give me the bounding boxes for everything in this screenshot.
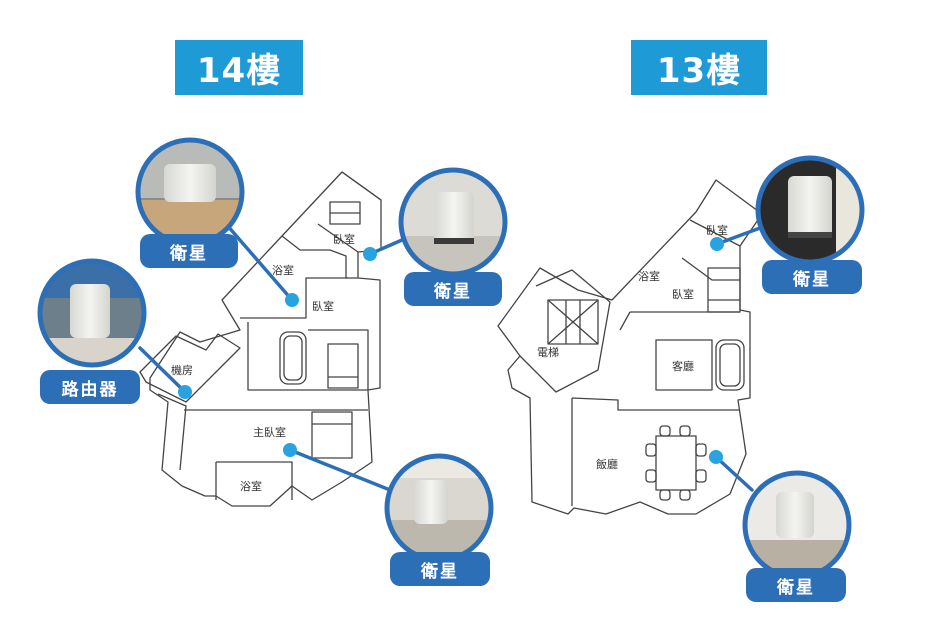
floor-14-plan [139, 171, 382, 507]
bed-14-master [311, 411, 353, 459]
room-14-bedroom-top-walls [281, 171, 382, 279]
floor-title-14: 14樓 [175, 40, 303, 95]
marker-14-satellite-a [285, 293, 299, 307]
floor-13-plan [497, 179, 763, 515]
dining-table-13 [655, 435, 697, 491]
room-13-dining-room: 飯廳 [596, 458, 618, 471]
marker-14-satellite-b [363, 247, 377, 261]
marker-14-satellite-c [283, 443, 297, 457]
photo-circle-13-b [742, 470, 852, 580]
floor-title-13: 13樓 [631, 40, 767, 95]
room-13-bedroom-top: 臥室 [706, 224, 728, 237]
satellite-label-14-a: 衛星 [140, 234, 238, 268]
room-14-bedroom-mid: 臥室 [312, 300, 334, 313]
marker-14-router [178, 385, 192, 399]
floor-14-outline [149, 171, 382, 507]
floor-13-outline [497, 179, 763, 515]
room-14-bedroom-top: 臥室 [333, 233, 355, 246]
room-13-living-room: 客廳 [672, 360, 694, 373]
sofa-14-mid [279, 331, 307, 385]
connectors [138, 222, 762, 492]
satellite-label-13-b: 衛星 [746, 568, 846, 602]
room-14-bath-bottom: 浴室 [240, 480, 262, 493]
room-14-bath-mid: 浴室 [272, 264, 294, 277]
marker-13-satellite-a [710, 237, 724, 251]
photo-circle-13-a [755, 155, 865, 265]
satellite-label-14-b: 衛星 [404, 272, 502, 306]
room-13-bedroom-mid: 臥室 [672, 288, 694, 301]
room-14-machine-room: 機房 [171, 364, 193, 377]
photo-circle-14-b [398, 167, 508, 277]
photo-circle-14-c [384, 453, 494, 563]
room-13-bath: 浴室 [638, 270, 660, 283]
satellite-label-13-a: 衛星 [762, 260, 862, 294]
satellite-label-14-c: 衛星 [390, 552, 490, 586]
device-markers [178, 237, 724, 464]
room-13-elevator: 電梯 [537, 346, 559, 359]
router-label-14: 路由器 [40, 370, 140, 404]
sofa-13 [715, 339, 745, 391]
photo-circle-14-router [37, 258, 147, 368]
marker-13-satellite-b [709, 450, 723, 464]
room-14-master-bedroom: 主臥室 [253, 426, 286, 439]
bed-13-top [707, 267, 741, 313]
bed-14-mid [327, 343, 359, 389]
